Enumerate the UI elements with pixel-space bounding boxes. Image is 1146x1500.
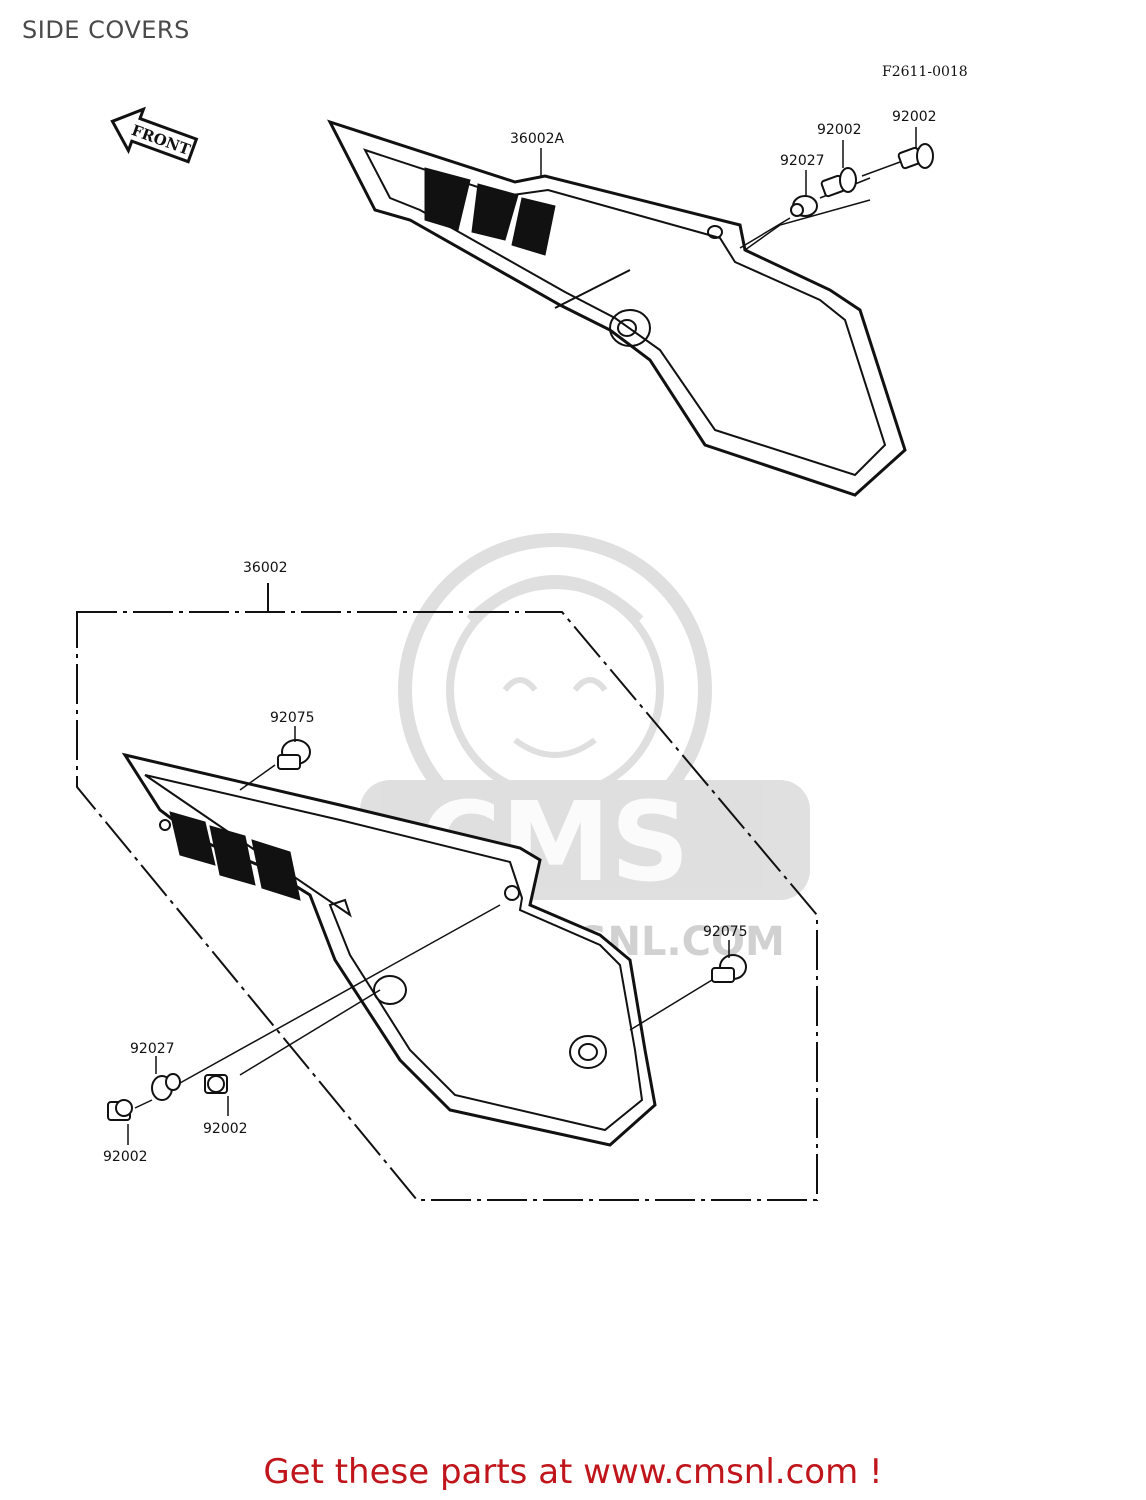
label-36002A: 36002A <box>510 131 565 147</box>
lower-dampers <box>239 739 747 1031</box>
assembly-frame <box>76 583 818 1201</box>
figure-ref-code: F2611-0018 <box>882 64 968 80</box>
upper-fasteners <box>739 143 934 249</box>
lower-leaders <box>127 726 730 1145</box>
label-92027-lower: 92027 <box>130 1041 175 1057</box>
label-92002-upper-b: 92002 <box>892 109 937 125</box>
upper-leaders <box>540 127 917 196</box>
page-title: SIDE COVERS <box>22 16 190 44</box>
label-92002-lower-a: 92002 <box>203 1121 248 1137</box>
label-92002-lower-b: 92002 <box>103 1149 148 1165</box>
label-92027-upper: 92027 <box>780 153 825 169</box>
label-36002: 36002 <box>243 560 288 576</box>
label-92002-upper-a: 92002 <box>817 122 862 138</box>
label-92075-top: 92075 <box>270 710 315 726</box>
lower-fasteners <box>107 904 501 1121</box>
front-arrow-icon: FRONT <box>110 106 199 164</box>
lower-side-cover <box>121 752 657 1147</box>
upper-side-cover <box>327 119 907 497</box>
label-92075-right: 92075 <box>703 924 748 940</box>
footer-cta[interactable]: Get these parts at www.cmsnl.com ! <box>263 1452 883 1492</box>
